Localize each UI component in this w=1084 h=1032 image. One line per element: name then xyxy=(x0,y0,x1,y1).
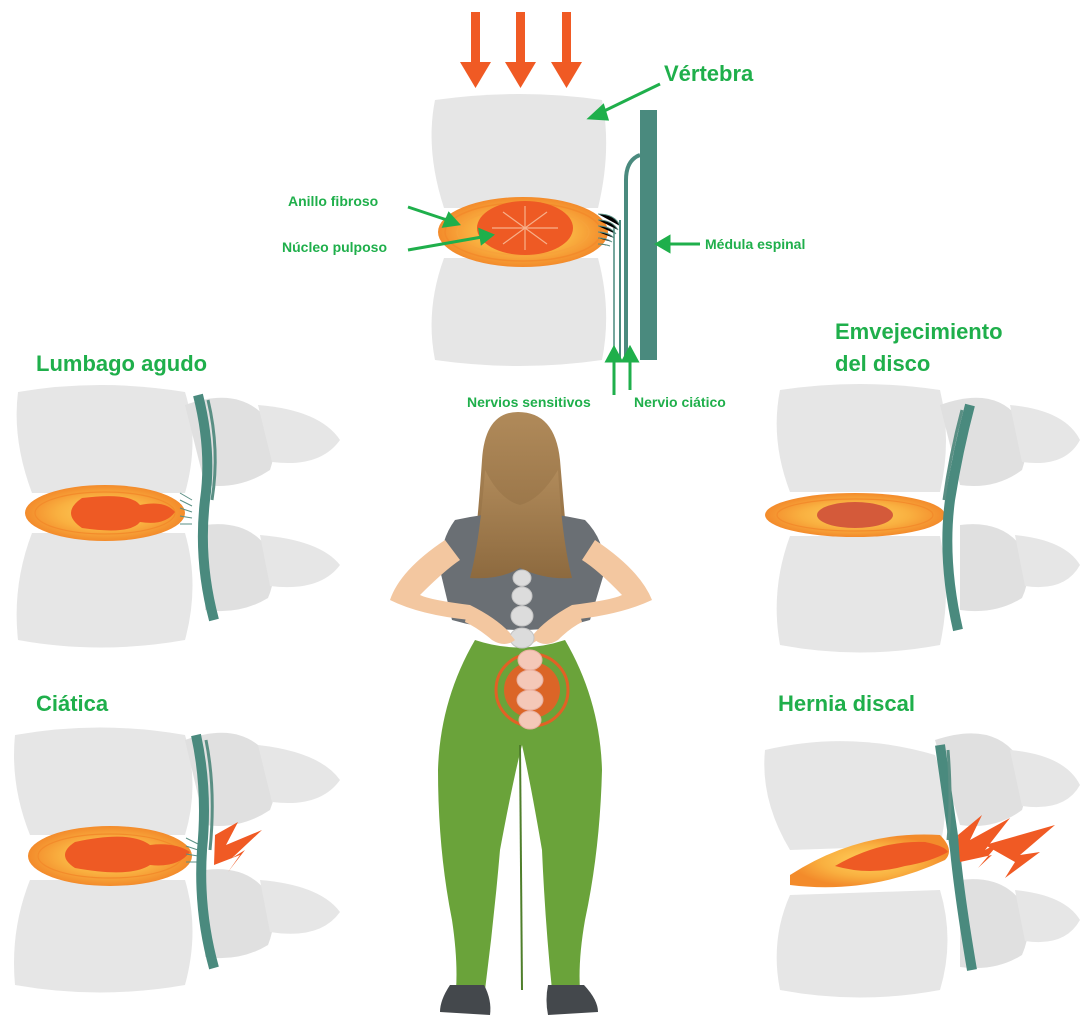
label-medula-espinal: Médula espinal xyxy=(705,237,805,252)
label-nucleo-pulposo: Núcleo pulposo xyxy=(282,240,387,255)
label-nervios-sensitivos: Nervios sensitivos xyxy=(467,395,591,410)
title-lumbago-agudo: Lumbago agudo xyxy=(36,352,207,376)
compression-arrow xyxy=(551,12,582,88)
woman-figure xyxy=(390,412,652,1015)
title-ciatica: Ciática xyxy=(36,692,108,716)
pain-bolt xyxy=(214,822,262,872)
label-nervio-ciatico: Nervio ciático xyxy=(634,395,726,410)
compression-arrows xyxy=(460,12,582,88)
label-vertebra: Vértebra xyxy=(664,62,753,86)
top-vertebra xyxy=(432,94,607,208)
title-hernia-discal: Hernia discal xyxy=(778,692,915,716)
lumbago-illustration xyxy=(17,385,340,648)
label-anillo-fibroso: Anillo fibroso xyxy=(288,194,378,209)
compression-arrow xyxy=(505,12,536,88)
bottom-vertebra xyxy=(432,258,607,366)
spinal-cord xyxy=(614,110,657,360)
hernia-illustration xyxy=(764,733,1080,997)
compression-arrow xyxy=(460,12,491,88)
title-envejecimiento-line1: Emvejecimiento xyxy=(835,320,1003,344)
ciatica-illustration xyxy=(14,728,340,993)
envejecimiento-illustration xyxy=(765,384,1080,653)
title-envejecimiento-line2: del disco xyxy=(835,352,930,376)
back-spine xyxy=(510,570,534,648)
